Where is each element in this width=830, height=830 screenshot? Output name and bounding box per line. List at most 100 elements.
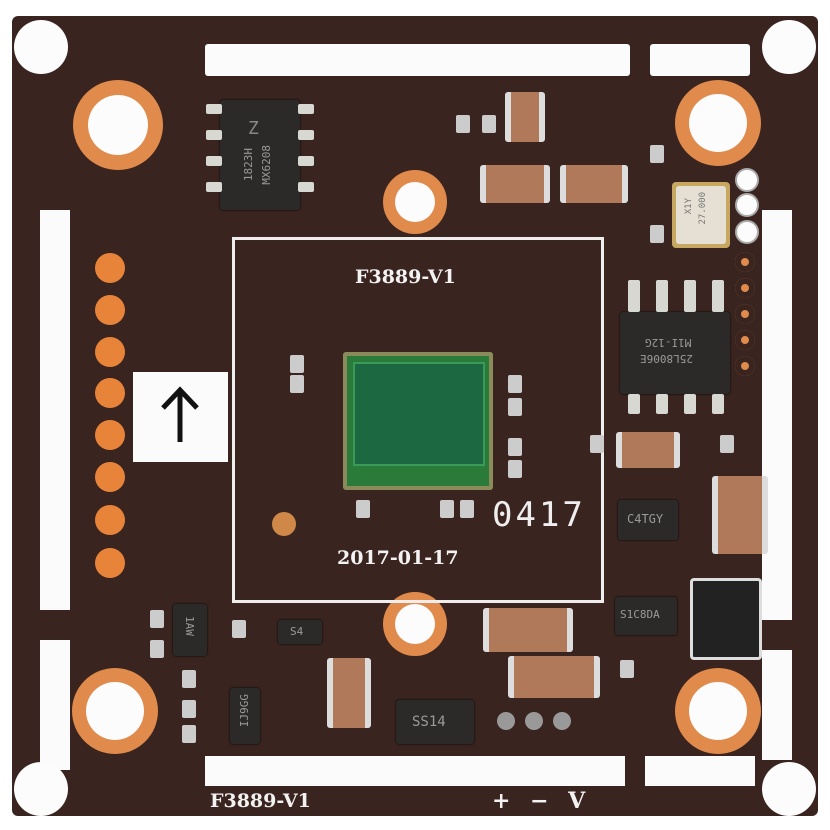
- header-pin: [735, 220, 759, 244]
- capacitor: [560, 165, 628, 203]
- smd-resistor: [508, 375, 522, 393]
- slot-left-bottom: [40, 640, 70, 770]
- ic-pin: [206, 156, 222, 166]
- smd-resistor: [590, 435, 604, 453]
- mounting-hole: [73, 80, 163, 170]
- capacitor: [616, 432, 680, 468]
- arrow-up-icon: [161, 386, 199, 442]
- ic-pin: [206, 104, 222, 114]
- ic-mx6208: Z MX6208 1823H: [220, 100, 300, 210]
- smd-resistor: [650, 145, 664, 163]
- smd-resistor: [182, 725, 196, 743]
- ic-pin: [206, 130, 222, 140]
- test-pad: [95, 378, 125, 408]
- smd-resistor: [290, 375, 304, 393]
- header-pin: [735, 330, 755, 350]
- smd-resistor: [650, 225, 664, 243]
- ic-pin: [712, 394, 724, 414]
- header-pin: [735, 304, 755, 324]
- power-pad: [525, 712, 543, 730]
- smd-resistor: [182, 700, 196, 718]
- capacitor: [483, 608, 573, 652]
- ic-pin: [206, 182, 222, 192]
- power-pad: [553, 712, 571, 730]
- diode-s4: S4: [278, 620, 322, 644]
- ic-pin: [298, 182, 314, 192]
- image-sensor: [343, 352, 493, 490]
- smd-resistor: [482, 115, 496, 133]
- corner-hole: [14, 762, 68, 816]
- slot-left: [40, 210, 70, 610]
- regulator-s1c8da: S1C8DA: [615, 597, 677, 635]
- capacitor: [712, 476, 768, 554]
- smd-resistor: [508, 438, 522, 456]
- smd-resistor: [182, 670, 196, 688]
- test-pad: [95, 420, 125, 450]
- corner-hole: [762, 762, 816, 816]
- test-pad: [95, 548, 125, 578]
- test-pad: [95, 253, 125, 283]
- regulator-c4tgy: C4TGY: [618, 500, 678, 540]
- capacitor: [505, 92, 545, 142]
- corner-hole: [762, 20, 816, 74]
- slot-bottom-right: [645, 756, 755, 786]
- silk-model-bottom: F3889-V1: [210, 790, 311, 812]
- header-pin: [735, 252, 755, 272]
- capacitor: [480, 165, 550, 203]
- test-pad: [95, 462, 125, 492]
- smd-resistor: [150, 610, 164, 628]
- ic-sot6: IJ9GG: [230, 688, 260, 744]
- lens-mount-hole: [383, 170, 447, 234]
- header-pin: [735, 278, 755, 298]
- smd-resistor: [508, 398, 522, 416]
- silk-date: 2017-01-17: [337, 547, 459, 569]
- silk-code: 0417: [492, 495, 586, 535]
- crystal-oscillator: 27.000 X1Y: [672, 182, 730, 248]
- slot-top-right: [650, 44, 750, 76]
- test-pad: [95, 505, 125, 535]
- ic-pin: [684, 280, 696, 312]
- smd-resistor: [456, 115, 470, 133]
- ic-pin: [656, 394, 668, 414]
- mounting-hole: [675, 80, 761, 166]
- slot-right: [762, 210, 792, 620]
- ic-pin: [298, 104, 314, 114]
- transistor-1aw: 1AW: [173, 604, 207, 656]
- slot-bottom: [205, 756, 625, 786]
- power-pad: [497, 712, 515, 730]
- ic-pin: [298, 156, 314, 166]
- smd-resistor: [290, 355, 304, 373]
- ic-pin: [656, 280, 668, 312]
- smd-resistor: [620, 660, 634, 678]
- capacitor: [508, 656, 600, 698]
- test-pad: [95, 337, 125, 367]
- header-pin: [735, 356, 755, 376]
- mounting-hole: [675, 668, 761, 754]
- smd-resistor: [460, 500, 474, 518]
- smd-resistor: [440, 500, 454, 518]
- orientation-label: [133, 372, 228, 462]
- capacitor: [327, 658, 371, 728]
- sensor-outline: [232, 237, 604, 603]
- ic-pin: [628, 394, 640, 414]
- corner-hole: [14, 20, 68, 74]
- header-pin: [735, 168, 759, 192]
- test-point: [272, 512, 296, 536]
- test-pad: [95, 295, 125, 325]
- ic-pin: [298, 130, 314, 140]
- smd-resistor: [356, 500, 370, 518]
- inductor: [690, 578, 762, 660]
- ic-pin: [684, 394, 696, 414]
- smd-resistor: [232, 620, 246, 638]
- silk-model-top: F3889-V1: [355, 266, 456, 288]
- header-pin: [735, 193, 759, 217]
- ic-pin: [712, 280, 724, 312]
- smd-resistor: [508, 460, 522, 478]
- ic-pin: [628, 280, 640, 312]
- smd-resistor: [150, 640, 164, 658]
- ic-flash-25l8006e: 25L8006E M1I-12G: [620, 312, 730, 394]
- mounting-hole: [72, 668, 158, 754]
- smd-resistor: [720, 435, 734, 453]
- slot-top: [205, 44, 630, 76]
